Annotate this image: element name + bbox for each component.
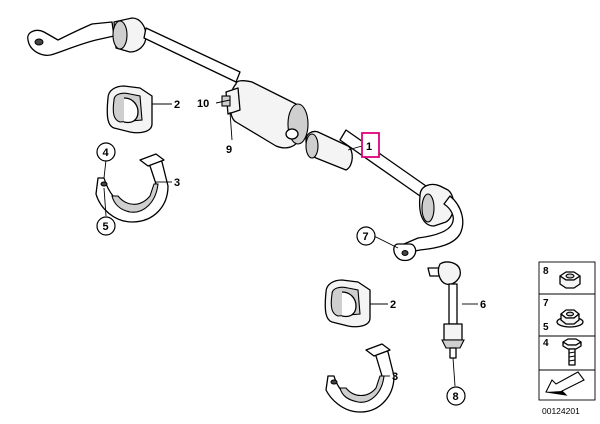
leader-lines	[103, 99, 478, 387]
stabilizer-link[interactable]	[427, 261, 465, 359]
callout-8-circle[interactable]: 8	[446, 386, 466, 406]
callout-5-circle[interactable]: 5	[96, 216, 116, 236]
callout-6[interactable]: 6	[480, 299, 486, 311]
callout-4: 4	[103, 147, 110, 159]
bolt-icon[interactable]	[562, 338, 582, 366]
nut-icon[interactable]	[559, 271, 581, 289]
legend-number-4: 4	[543, 338, 549, 349]
bracket-upper[interactable]	[95, 153, 169, 223]
legend-panel: 8 7 5 4	[538, 261, 596, 401]
callout-3-upper[interactable]: 3	[174, 177, 180, 189]
bracket-lower[interactable]	[325, 343, 395, 413]
callout-2-upper[interactable]: 2	[174, 99, 180, 111]
callout-1[interactable]: 1	[366, 141, 372, 153]
callout-1-highlight-box	[361, 132, 380, 158]
callout-3-lower[interactable]: 3	[392, 371, 398, 383]
legend-number-8: 8	[543, 266, 549, 277]
legend-number-5: 5	[543, 322, 549, 333]
flange-nut-icon[interactable]	[556, 309, 584, 328]
rubber-bushing-lower[interactable]	[324, 279, 371, 328]
callout-8: 8	[453, 391, 459, 403]
callout-4-circle[interactable]: 4	[96, 142, 116, 162]
callout-7: 7	[363, 231, 369, 243]
stabilizer-bar[interactable]	[27, 17, 464, 262]
rubber-bushing-upper[interactable]	[106, 85, 153, 134]
diagram-code: 00124201	[542, 406, 580, 416]
callout-5: 5	[103, 221, 109, 233]
callout-9[interactable]: 9	[226, 144, 232, 156]
callout-2-lower[interactable]: 2	[390, 299, 396, 311]
callout-7-circle[interactable]: 7	[356, 226, 376, 246]
callout-10[interactable]: 10	[197, 98, 209, 110]
legend-number-7: 7	[543, 298, 549, 309]
direction-arrow-icon	[545, 371, 585, 396]
